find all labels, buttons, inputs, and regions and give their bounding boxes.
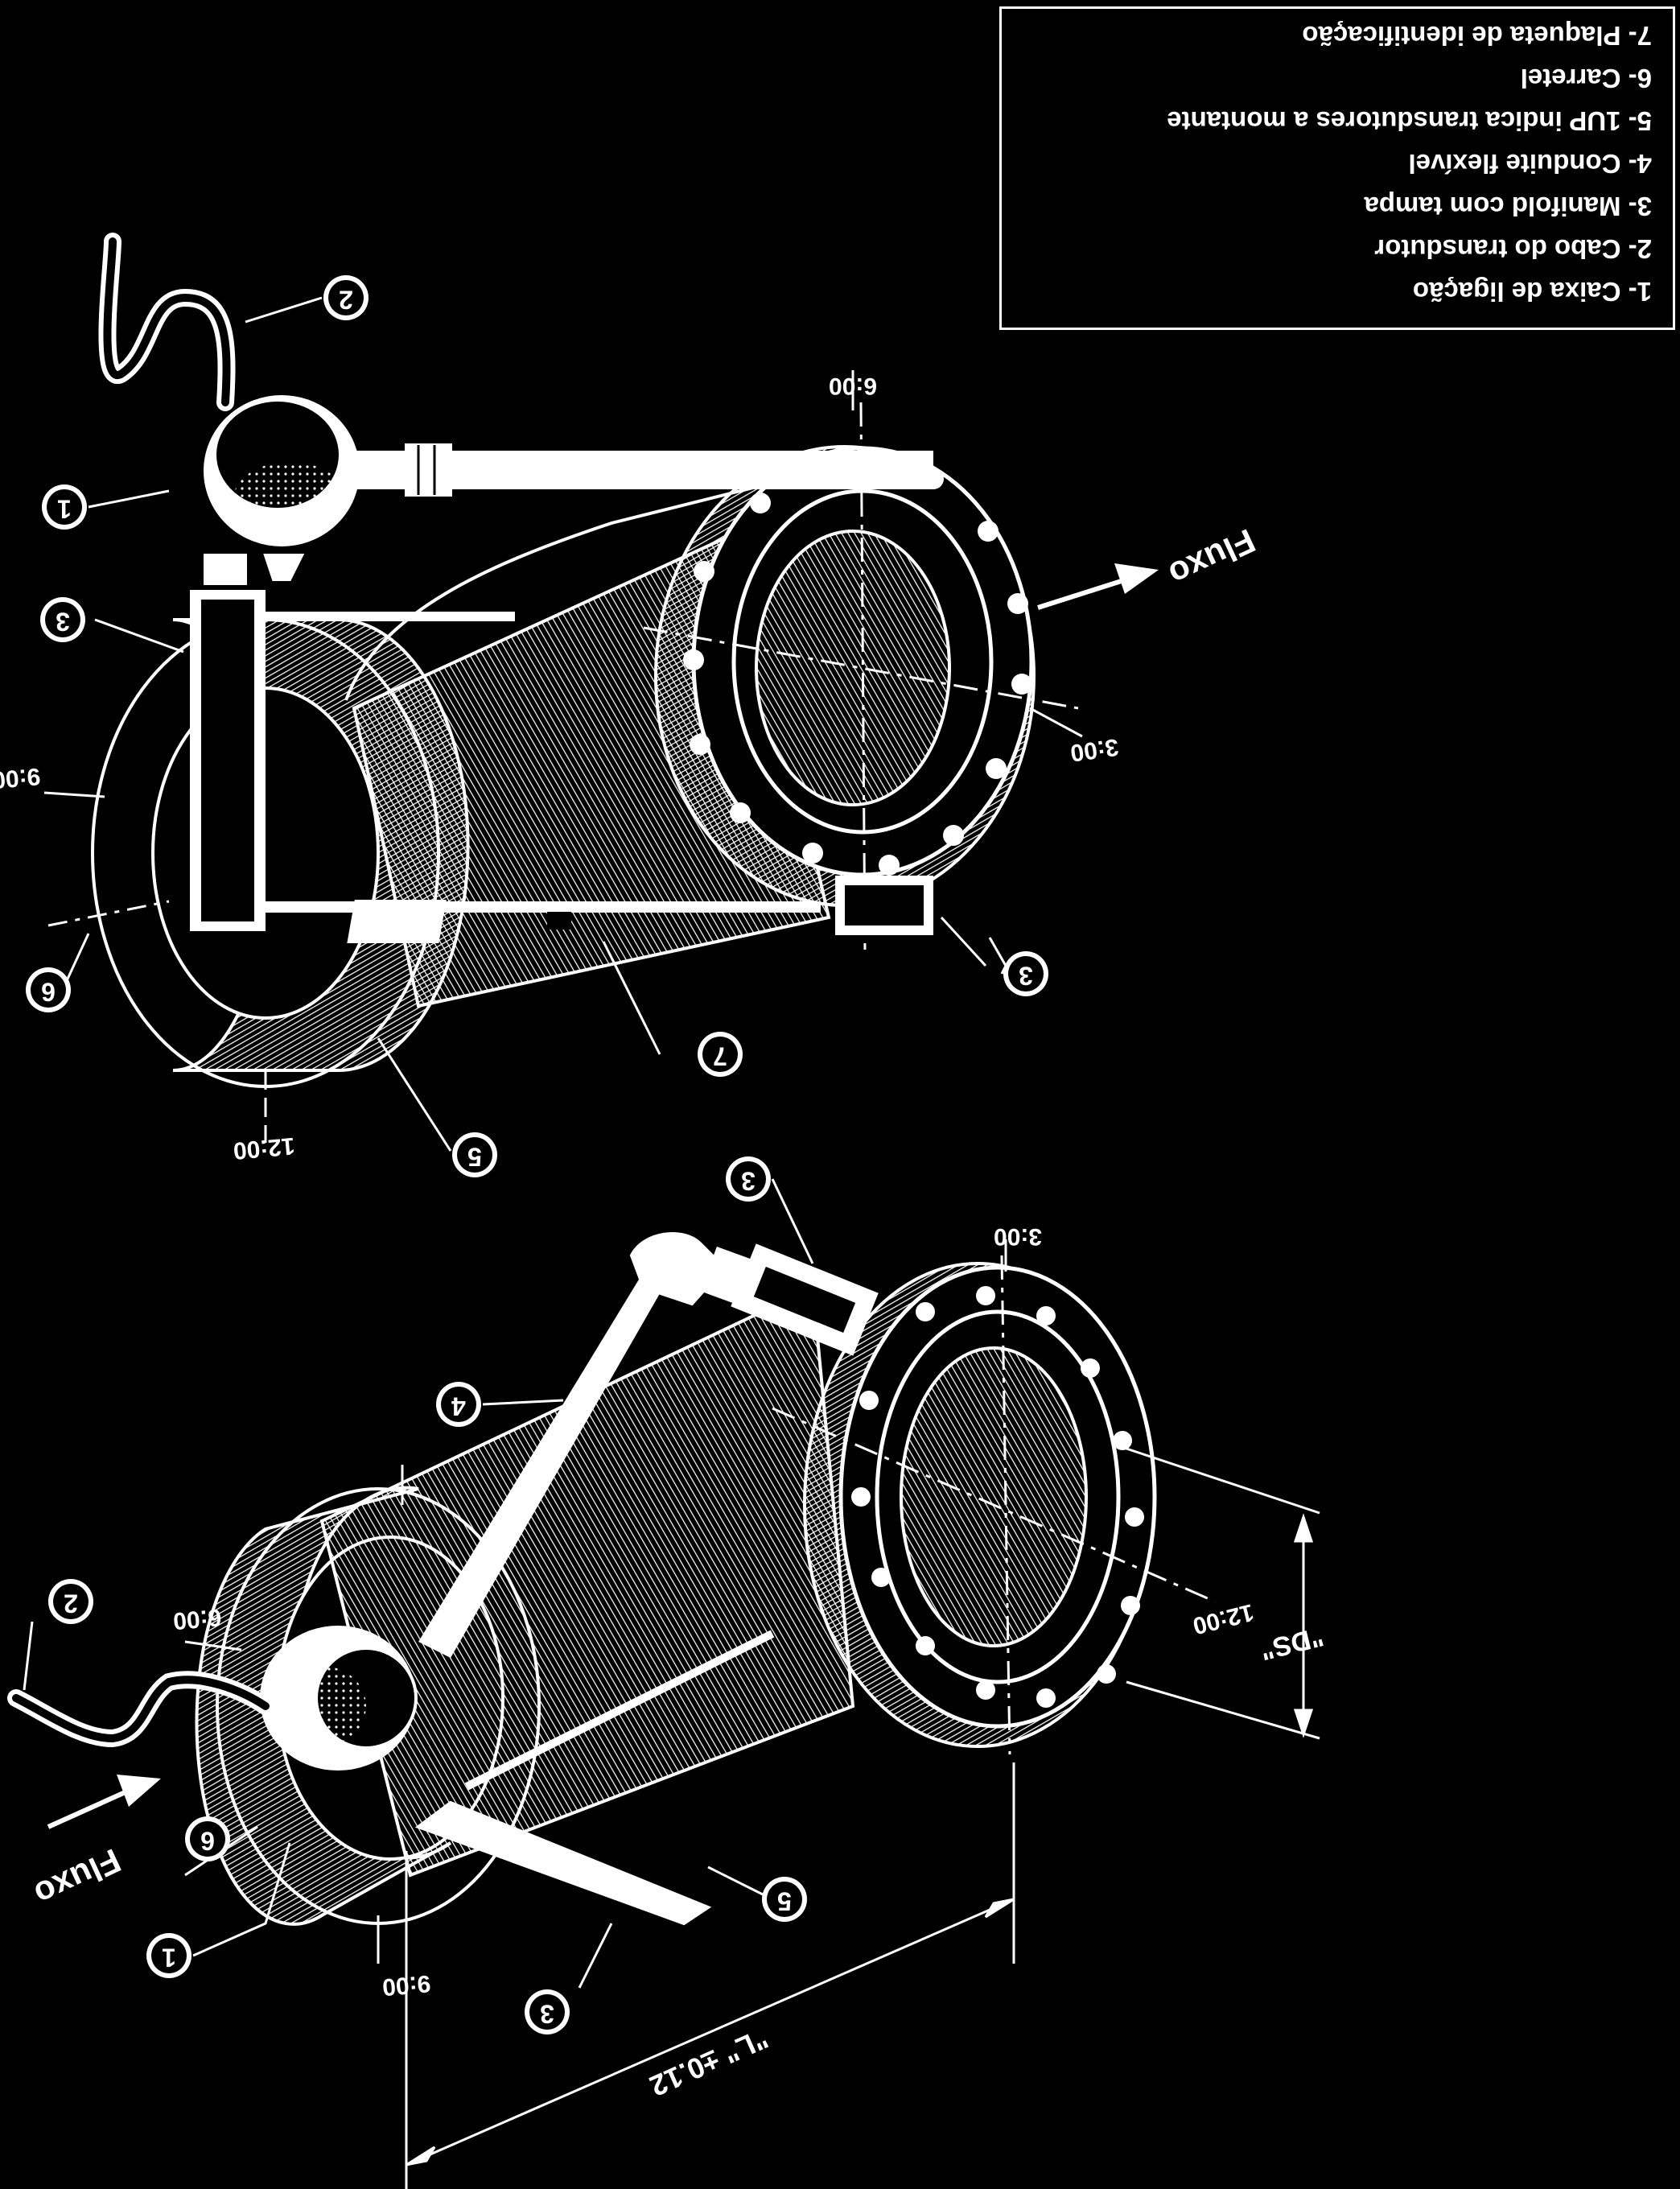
top-view <box>43 233 1159 1152</box>
bottom-flange-bolt-holes <box>851 1286 1144 1708</box>
top-callout-6: 6 <box>26 967 71 1012</box>
bottom-flow-label: Fluxo <box>29 1841 126 1914</box>
top-callout-1: 1 <box>42 484 87 530</box>
top-tag-plate <box>347 900 571 943</box>
legend-item-7: 7- Plaqueta de identificação <box>1302 21 1652 51</box>
bottom-flexible-conduit <box>418 1232 879 1658</box>
svg-text:7: 7 <box>713 1042 727 1071</box>
svg-text:4: 4 <box>451 1392 466 1421</box>
top-callout-3b: 3 <box>1003 951 1048 996</box>
bottom-callout-1: 1 <box>146 1933 191 1978</box>
svg-text:1: 1 <box>162 1944 176 1973</box>
top-transducer-cable <box>98 233 236 411</box>
dimension-length: "L" ±0.12 <box>645 2022 773 2103</box>
bottom-callout-3b: 3 <box>525 1989 570 2034</box>
svg-text:5: 5 <box>777 1887 792 1916</box>
svg-text:6: 6 <box>200 1827 215 1856</box>
bottom-right-flange <box>772 1255 1216 1755</box>
svg-text:6: 6 <box>41 978 56 1007</box>
bottom-label-3-00: 3:00 <box>994 1223 1042 1250</box>
svg-text:3: 3 <box>56 608 70 637</box>
legend-item-3: 3- Manifold com tampa <box>1364 192 1652 221</box>
top-conduit <box>354 443 933 497</box>
svg-text:2: 2 <box>339 286 353 315</box>
top-label-6-00: 6:00 <box>829 373 877 399</box>
legend-box: 1- Caixa de ligação 2- Cabo do transduto… <box>999 6 1675 330</box>
svg-text:3: 3 <box>1019 962 1033 991</box>
bottom-callout-6: 6 <box>185 1816 230 1861</box>
bottom-callout-3a: 3 <box>726 1156 771 1202</box>
top-junction-box <box>204 395 360 585</box>
bottom-label-6-00: 6:00 <box>172 1604 223 1635</box>
top-callout-5: 5 <box>452 1132 497 1177</box>
svg-text:5: 5 <box>467 1143 482 1172</box>
legend-item-4: 4- Conduite flexível <box>1408 149 1652 179</box>
top-label-12-00: 12:00 <box>232 1132 295 1165</box>
dimension-diameter: "DS" <box>1257 1621 1326 1666</box>
top-flow-arrow <box>1037 563 1159 610</box>
top-callout-2: 2 <box>323 275 369 320</box>
legend-item-5: 5- 1UP indica transdutores a montante <box>1167 106 1652 136</box>
top-label-9-00: 9:00 <box>0 763 41 794</box>
top-callout-leaders <box>63 296 1007 1152</box>
bottom-manifold <box>414 1630 775 1926</box>
bottom-callout-4: 4 <box>436 1382 481 1427</box>
bottom-flow-arrow <box>47 1775 161 1829</box>
legend-item-6: 6- Carretel <box>1520 64 1652 93</box>
svg-text:3: 3 <box>741 1167 756 1196</box>
top-callout-3a: 3 <box>40 597 85 642</box>
bottom-label-12-00: 12:00 <box>1190 1598 1256 1639</box>
legend-item-2: 2- Cabo do transdutor <box>1374 234 1652 264</box>
bottom-callout-5: 5 <box>762 1877 807 1922</box>
svg-text:3: 3 <box>540 2000 554 2029</box>
bottom-callout-leaders <box>23 1178 814 1989</box>
bottom-dimension-lines <box>184 1239 1320 2189</box>
top-label-3-00: 3:00 <box>1069 733 1120 766</box>
top-callout-7: 7 <box>698 1032 743 1077</box>
labels-layer: 6:00 3:00 9:00 12:00 3:00 6:00 12:00 9:00 "DS" "L… <box>0 275 1327 2103</box>
bottom-label-9-00: 9:00 <box>381 1970 432 2001</box>
svg-text:1: 1 <box>57 495 72 524</box>
svg-text:2: 2 <box>64 1589 78 1618</box>
top-flow-label: Fluxo <box>1163 521 1261 594</box>
bottom-junction-box <box>260 1626 418 1771</box>
bottom-callout-2: 2 <box>48 1579 93 1624</box>
bottom-view <box>7 1178 1320 2189</box>
legend-item-1: 1- Caixa de ligação <box>1412 277 1652 307</box>
